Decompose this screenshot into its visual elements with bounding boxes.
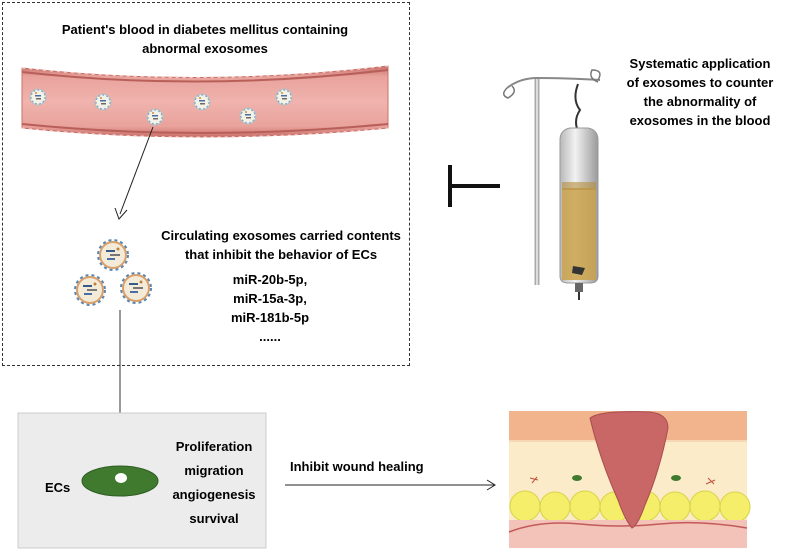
- circulating-title-line-1: Circulating exosomes carried contents: [161, 228, 401, 243]
- arrow-icon: [114, 126, 154, 220]
- blood-title-line-1: Patient's blood in diabetes mellitus con…: [61, 22, 349, 37]
- therapy-text-line-1: Systematic application: [629, 56, 771, 71]
- blood-title: Patient's blood in diabetes mellitus con…: [20, 20, 390, 58]
- behavior-item: Proliferation: [175, 439, 253, 454]
- ecs-label: ECs: [45, 480, 71, 495]
- therapy-text: Systematic application of exosomes to co…: [610, 54, 787, 130]
- outcome-arrow-icon: [285, 479, 496, 491]
- endothelial-cell-icon: [81, 465, 159, 497]
- mirna-list: miR-20b-5p, miR-15a-3p, miR-181b-5p ....…: [200, 270, 340, 346]
- therapy-text-line-2: of exosomes to counter: [626, 75, 774, 90]
- blood-region-box: [2, 2, 410, 366]
- mirna-item: miR-181b-5p: [230, 310, 310, 325]
- circulating-title-line-2: that inhibit the behavior of ECs: [184, 247, 378, 262]
- ec-behaviors: Proliferation migration angiogenesis sur…: [164, 435, 264, 531]
- iv-bag-icon: [503, 69, 601, 300]
- behavior-item: migration: [184, 463, 244, 478]
- wound-icon: [508, 411, 751, 548]
- outcome-label: Inhibit wound healing: [290, 459, 424, 474]
- therapy-text-line-3: the abnormality of: [643, 94, 757, 109]
- blood-title-line-2: abnormal exosomes: [142, 41, 268, 56]
- mirna-item: miR-20b-5p,: [232, 272, 308, 287]
- behavior-item: angiogenesis: [172, 487, 256, 502]
- circulating-title: Circulating exosomes carried contents th…: [150, 226, 412, 264]
- mirna-item: miR-15a-3p,: [233, 291, 307, 306]
- behavior-item: survival: [189, 511, 239, 526]
- mirna-item: ......: [259, 329, 281, 344]
- therapy-inhibition-icon: [448, 165, 500, 207]
- exosome-icon: [74, 239, 152, 306]
- therapy-text-line-4: exosomes in the blood: [629, 113, 771, 128]
